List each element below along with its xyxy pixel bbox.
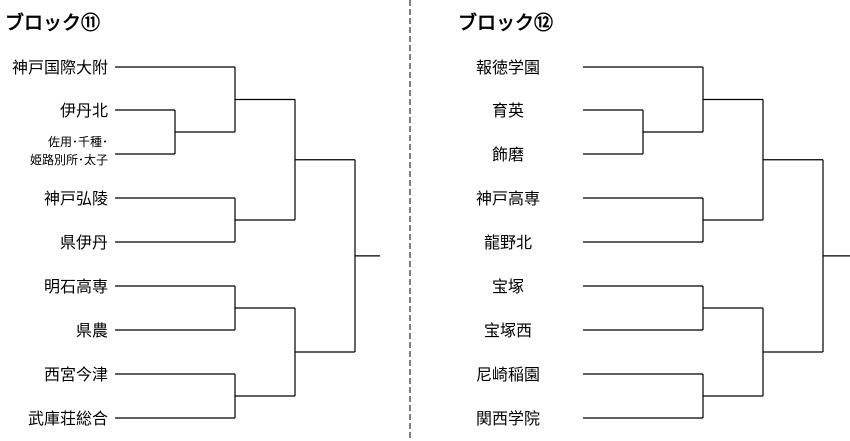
- block-12-bracket-lines: [583, 66, 850, 419]
- team-name: 神戸国際大附: [12, 58, 108, 77]
- team-name: 関西学院: [476, 409, 540, 428]
- block-12-title: ブロック⑫: [458, 11, 553, 34]
- team-name: 佐用･千種･姫路別所･太子: [30, 135, 108, 167]
- team-name: 飾磨: [492, 145, 524, 164]
- block-11: ブロック⑪ 神戸国際大附伊丹北佐用･千種･姫路別所･太子神戸弘陵県伊丹明石高専県…: [5, 11, 380, 428]
- team-name: 明石高専: [44, 277, 108, 296]
- team-name: 伊丹北: [60, 101, 108, 120]
- team-name: 神戸弘陵: [44, 189, 108, 208]
- team-name: 育英: [492, 101, 524, 120]
- block-11-team-labels: 神戸国際大附伊丹北佐用･千種･姫路別所･太子神戸弘陵県伊丹明石高専県農西宮今津武…: [12, 58, 108, 428]
- team-name: 県伊丹: [60, 233, 108, 252]
- team-name: 神戸高専: [476, 189, 540, 208]
- team-name: 宝塚: [492, 277, 524, 296]
- team-name: 尼崎稲園: [476, 365, 540, 384]
- team-name: 報徳学園: [476, 58, 540, 77]
- block-11-title: ブロック⑪: [5, 11, 100, 34]
- team-name: 宝塚西: [484, 321, 532, 340]
- team-name: 西宮今津: [44, 365, 108, 384]
- team-name: 龍野北: [484, 233, 532, 252]
- team-name: 県農: [76, 321, 108, 340]
- team-name: 武庫荘総合: [28, 409, 108, 428]
- block-11-bracket-lines: [115, 66, 380, 419]
